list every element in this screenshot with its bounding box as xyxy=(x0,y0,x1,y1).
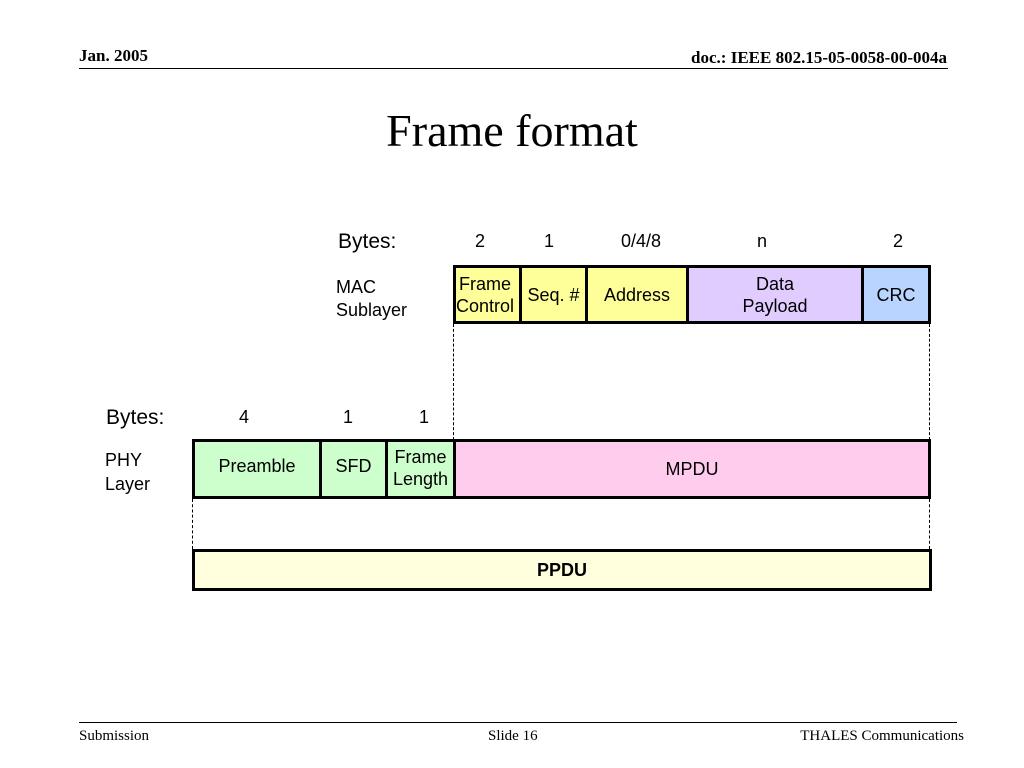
ppdu-block: PPDU xyxy=(192,549,932,591)
phy-layer-label-line2: Layer xyxy=(105,474,151,494)
mac-field-seq-label: Seq. # xyxy=(527,284,580,305)
header-date: Jan. 2005 xyxy=(79,46,148,65)
phy-bytes-label: Bytes: xyxy=(106,406,165,429)
mac-layer-label-line2: Sublayer xyxy=(336,300,408,320)
mac-layer-label: MAC Sublayer xyxy=(336,276,407,322)
mac-bytes-seq: 1 xyxy=(543,231,554,251)
mac-bytes-address: 0/4/8 xyxy=(621,231,662,251)
mac-field-address: Address xyxy=(585,265,689,324)
mac-bytes-payload: n xyxy=(756,231,767,251)
phy-to-ppdu-right-dash xyxy=(929,499,930,549)
mac-field-address-label: Address xyxy=(603,284,671,305)
mac-to-mpdu-left-dash xyxy=(453,324,454,440)
phy-to-ppdu-left-dash xyxy=(192,499,193,549)
phy-field-preamble-label: Preamble xyxy=(218,456,296,476)
phy-field-sfd-label: SFD xyxy=(335,456,372,476)
mac-field-crc: CRC xyxy=(861,265,931,324)
phy-layer-label-line1: PHY xyxy=(105,450,143,470)
mac-to-mpdu-right-dash xyxy=(929,324,930,440)
phy-field-preamble: Preamble xyxy=(192,439,322,499)
phy-field-mpdu-label: MPDU xyxy=(665,459,719,479)
phy-layer-label: PHY Layer xyxy=(105,448,150,496)
mac-field-frame-control-line2: Control xyxy=(456,295,515,316)
mac-bytes-frame-control: 2 xyxy=(474,231,485,251)
phy-field-frame-length-line1: Frame xyxy=(394,447,447,467)
footer-company: THALES Communications xyxy=(800,728,964,744)
footer-rule xyxy=(79,722,957,723)
mac-field-data-payload-line2: Payload xyxy=(742,295,808,316)
phy-bytes-frame-length: 1 xyxy=(418,407,429,427)
phy-bytes-sfd: 1 xyxy=(342,407,353,427)
header-doc-id: doc.: IEEE 802.15-05-0058-00-004a xyxy=(691,48,947,67)
mac-bytes-label: Bytes: xyxy=(338,230,397,253)
ppdu-label: PPDU xyxy=(536,560,587,580)
phy-field-mpdu: MPDU xyxy=(453,439,931,499)
mac-layer-label-line1: MAC xyxy=(336,277,376,297)
mac-field-seq: Seq. # xyxy=(519,265,588,324)
mac-field-data-payload-line1: Data xyxy=(755,273,795,294)
phy-field-sfd: SFD xyxy=(319,439,388,499)
mac-field-frame-control-line1: Frame xyxy=(459,273,512,294)
mac-bytes-crc: 2 xyxy=(892,231,903,251)
phy-bytes-preamble: 4 xyxy=(238,407,249,427)
footer-submission: Submission xyxy=(79,728,150,744)
header-rule xyxy=(79,68,948,69)
slide-title: Frame format xyxy=(386,105,638,156)
phy-field-frame-length-line2: Length xyxy=(392,469,449,489)
mac-field-crc-label: CRC xyxy=(876,284,916,305)
footer-slide-number: Slide 16 xyxy=(488,728,538,744)
